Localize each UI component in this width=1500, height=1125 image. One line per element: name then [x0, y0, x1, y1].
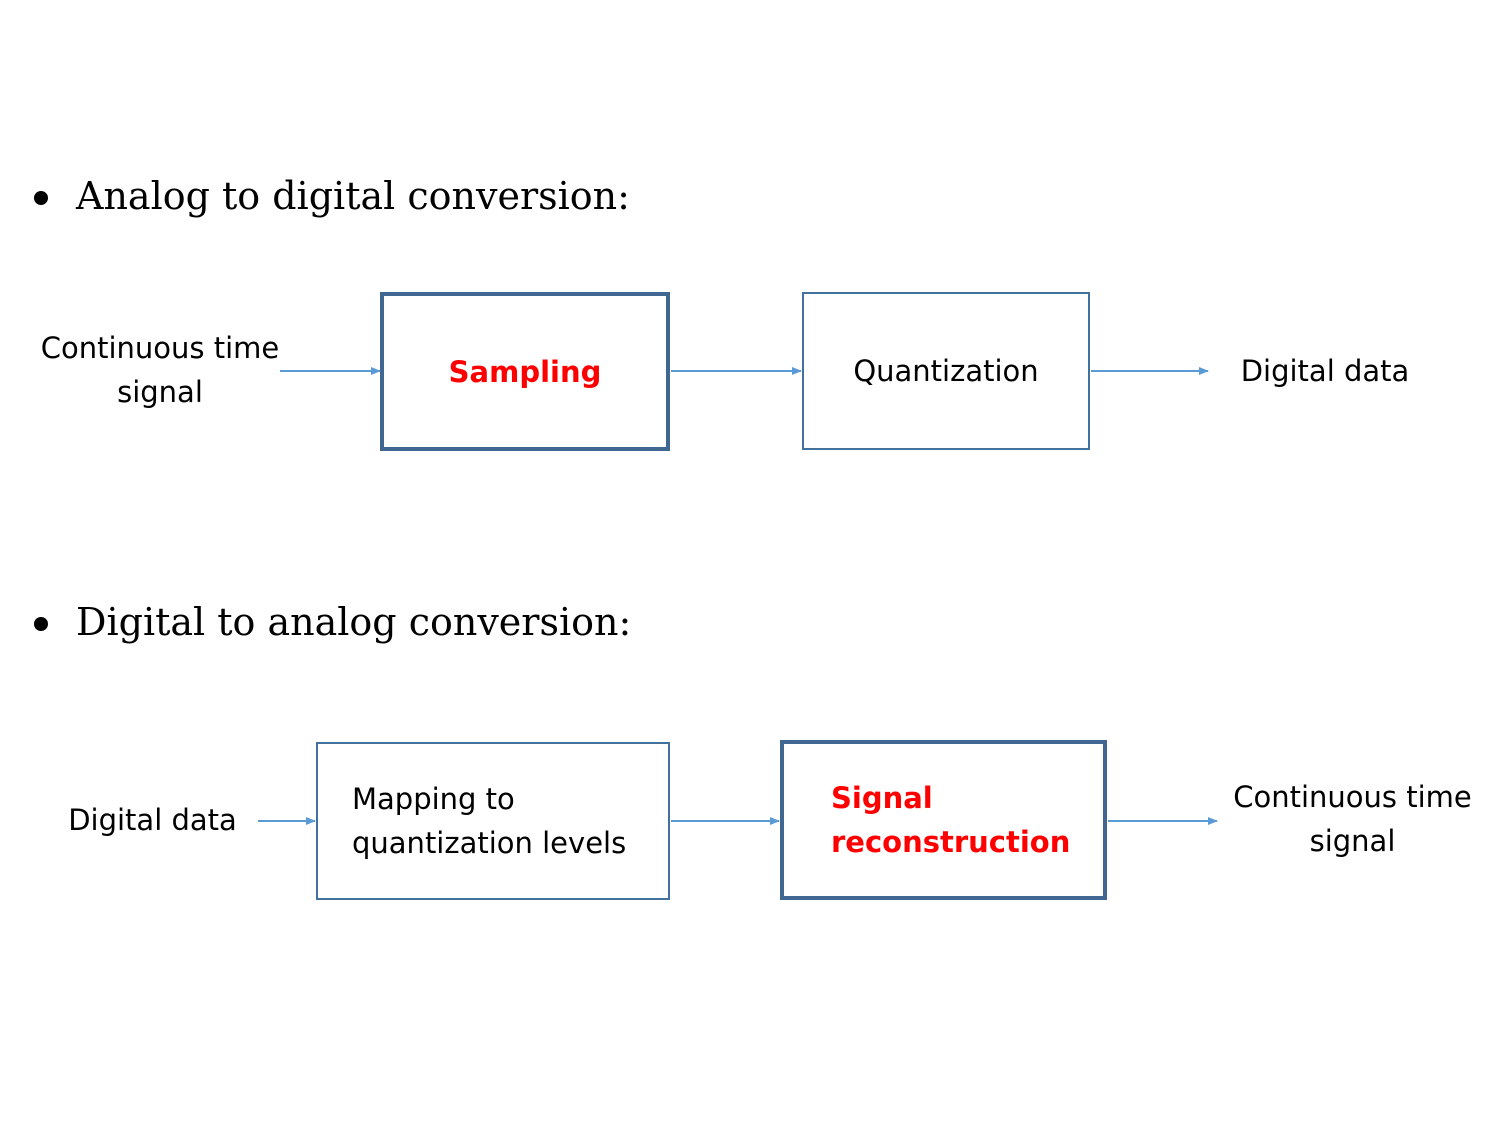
bullet-dot-icon: [34, 617, 48, 631]
section-heading: Analog to digital conversion:: [76, 174, 630, 218]
block-label: Quantization: [853, 354, 1039, 388]
input-label-continuous-signal: Continuous time signal: [40, 331, 280, 409]
output-label-continuous-signal: Continuous time signal: [1233, 780, 1472, 858]
block-mapping-to-quantization-levels: Mapping to quantization levels: [316, 742, 670, 900]
block-label: Sampling: [448, 354, 602, 389]
block-quantization: Quantization: [802, 292, 1090, 450]
block-signal-reconstruction: Signal reconstruction: [780, 740, 1107, 900]
block-label: Signal reconstruction: [831, 781, 1071, 859]
section-heading: Digital to analog conversion:: [76, 600, 632, 644]
input-label-digital-data: Digital data: [68, 803, 237, 837]
output-label-digital-data: Digital data: [1240, 354, 1410, 388]
block-label: Mapping to quantization levels: [352, 782, 627, 860]
block-sampling: Sampling: [380, 292, 670, 451]
bullet-dot-icon: [34, 191, 48, 205]
